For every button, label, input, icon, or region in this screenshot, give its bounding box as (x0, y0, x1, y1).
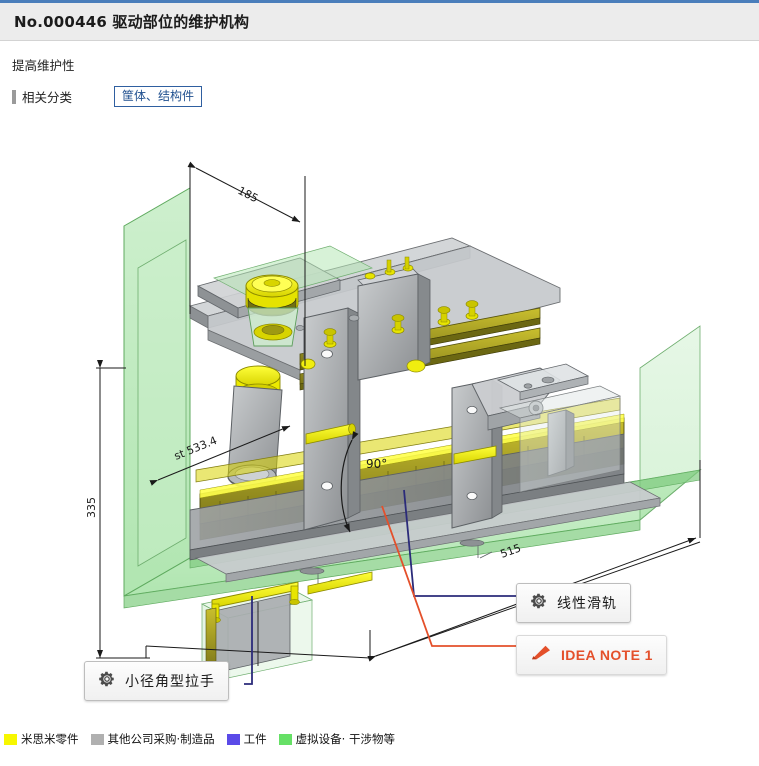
legend-text-virtual: 虚拟设备· 干涉物等 (295, 732, 395, 746)
legend-text-other: 其他公司采购·制造品 (107, 732, 215, 746)
gear-icon (530, 592, 548, 614)
subtitle-row: 提高维护性 (0, 41, 759, 74)
page-title: No.000446 驱动部位的维护机构 (14, 13, 250, 31)
dim-label-185: 185 (236, 184, 261, 205)
cad-drawing-stage: 185 st 533.4 335 515 90° (0, 118, 759, 718)
callout-idea-note[interactable]: IDEA NOTE 1 (516, 635, 667, 675)
title-bar: No.000446 驱动部位的维护机构 (0, 3, 759, 41)
dim-label-90deg: 90° (366, 457, 387, 471)
legend-item-workpiece: 工件 (226, 731, 267, 747)
legend-swatch-workpiece (226, 733, 240, 745)
legend-item-misumi: 米思米零件 (4, 731, 79, 747)
pen-icon (530, 644, 552, 666)
callout-label-note: IDEA NOTE 1 (561, 647, 653, 663)
callout-handle[interactable]: 小径角型拉手 (84, 661, 229, 701)
callout-label-rail: 线性滑轨 (557, 596, 617, 612)
subtitle-text: 提高维护性 (12, 58, 75, 73)
top-accent-bar (0, 0, 759, 3)
legend-item-virtual: 虚拟设备· 干涉物等 (278, 731, 395, 747)
angle-arc-90 (340, 431, 359, 533)
bolt-heads-top (364, 256, 414, 280)
legend-text-misumi: 米思米零件 (21, 732, 79, 746)
leader-line-handle (244, 596, 253, 685)
cad-drawing-svg: 185 st 533.4 335 515 90° (85, 161, 702, 685)
legend-swatch-misumi (4, 733, 17, 745)
leader-line-note (381, 505, 516, 647)
legend: 米思米零件 其他公司采购·制造品 工件 虚拟设备· 干涉物等 (0, 731, 759, 747)
footprint-outline (145, 541, 701, 659)
pivot-bracket (471, 363, 622, 493)
callout-label-handle: 小径角型拉手 (125, 674, 215, 690)
dim-arrow-185 (187, 161, 301, 223)
callout-linear-rail[interactable]: 线性滑轨 (516, 583, 631, 623)
legend-swatch-virtual (278, 733, 292, 745)
dim-label-335: 335 (85, 497, 98, 518)
legend-swatch-other (90, 733, 104, 745)
category-tag-structure[interactable]: 筐体、结构件 (114, 86, 203, 107)
category-row: 相关分类 筐体、结构件 (0, 74, 759, 107)
callout-leader-lines (244, 489, 516, 685)
category-label-wrap: 相关分类 (12, 87, 104, 106)
category-accent-marker (12, 89, 16, 104)
legend-item-other: 其他公司采购·制造品 (90, 731, 215, 747)
rail-bolts (295, 300, 479, 373)
category-label: 相关分类 (22, 90, 73, 105)
gear-icon (98, 670, 116, 692)
legend-text-workpiece: 工件 (243, 732, 267, 746)
actuator-block (357, 256, 431, 381)
dim-arrow-st533 (149, 425, 291, 486)
